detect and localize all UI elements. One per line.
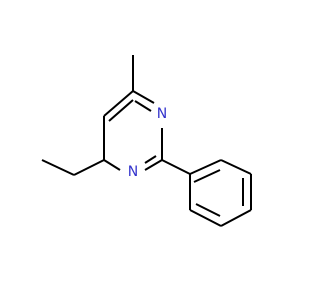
bond-c4-c5 (103, 90, 134, 117)
molecule-structure: N N (41, 55, 252, 227)
bond-n3-c4-inner (134, 100, 152, 112)
bond-ph-2 (220, 159, 252, 175)
bond-ph-5 (189, 209, 222, 227)
bond-c6-n1 (103, 159, 121, 171)
bond-c4-c5-inner (108, 99, 134, 122)
bond-ph-1 (189, 159, 222, 175)
bond-ph-4 (220, 209, 252, 227)
molecule-canvas: N N (41, 55, 252, 227)
bond-n1-c2-inner (144, 155, 157, 164)
atom-label-n3: N (157, 106, 167, 122)
bonds (41, 55, 252, 227)
bond-n1-c2 (144, 159, 163, 171)
atom-label-n1: N (128, 164, 138, 180)
bond-ph-1-inner (193, 169, 221, 183)
bond-n3-c4 (132, 90, 155, 104)
bond-ethyl-2 (41, 159, 75, 176)
bond-ph-5-inner (195, 203, 221, 217)
bond-c2-phenyl (161, 159, 191, 175)
bond-ethyl-1 (73, 159, 105, 176)
atom-labels: N N (125, 105, 170, 181)
